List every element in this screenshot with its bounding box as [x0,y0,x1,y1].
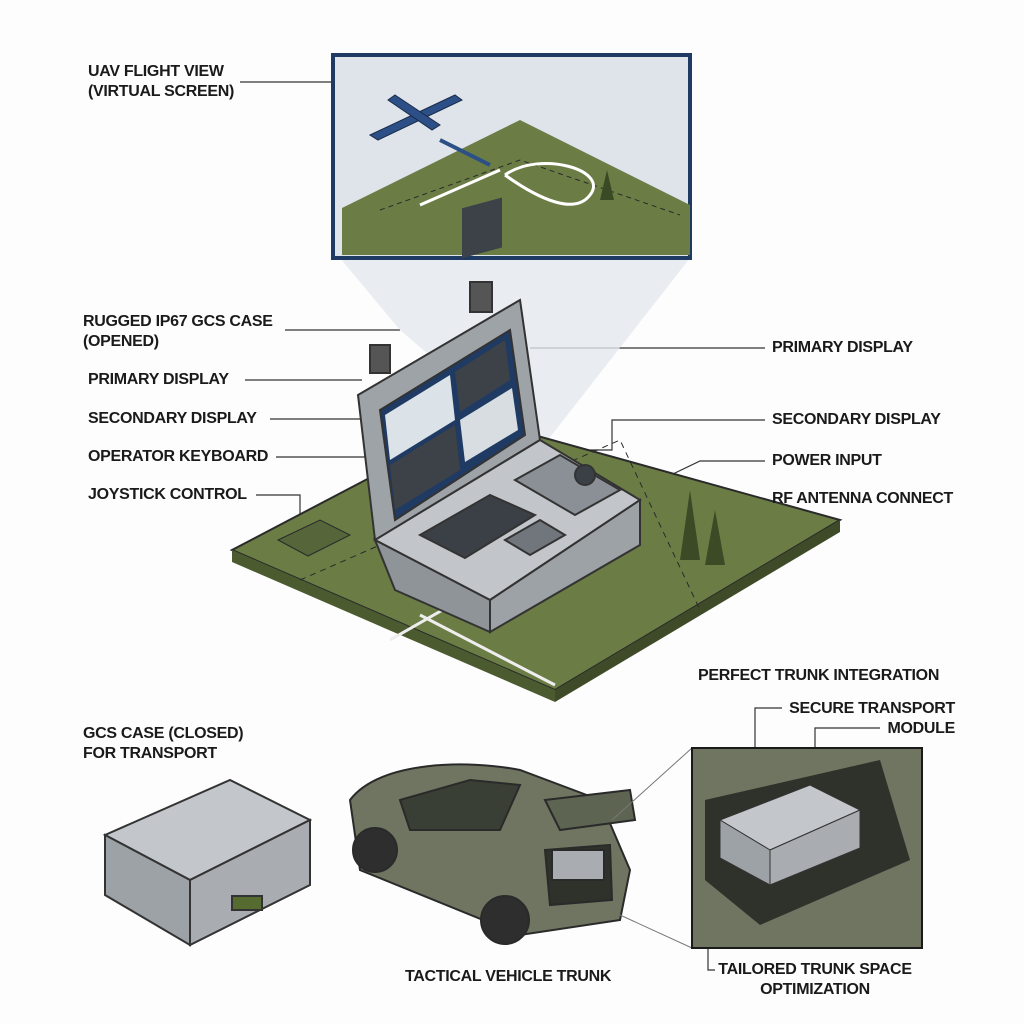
label-for-transport: FOR TRANSPORT [83,745,217,762]
tree-icon [680,490,700,560]
virtual-screen [331,53,692,260]
label-primary-display-right: PRIMARY DISPLAY [772,339,913,356]
label-power-input: POWER INPUT [772,452,882,469]
label-tailored-trunk: TAILORED TRUNK SPACE [718,961,912,978]
label-rugged-case: RUGGED IP67 GCS CASE [83,313,273,330]
label-virtual-screen: (VIRTUAL SCREEN) [88,83,235,100]
label-operator-keyboard: OPERATOR KEYBOARD [88,448,269,465]
gcs-case-closed [102,778,313,947]
label-vehicle-trunk: TACTICAL VEHICLE TRUNK [405,968,612,985]
trunk-inset [691,747,923,949]
label-uav-flight-view: UAV FLIGHT VIEW [88,63,224,80]
label-trunk-integration: PERFECT TRUNK INTEGRATION [698,667,940,684]
tactical-vehicle [348,763,637,945]
joystick-icon [574,464,596,486]
label-module: MODULE [887,720,955,737]
tree-icon [705,510,725,565]
label-joystick-control: JOYSTICK CONTROL [88,486,247,503]
label-case-closed: GCS CASE (CLOSED) [83,725,244,742]
label-secondary-display-left: SECONDARY DISPLAY [88,410,257,427]
label-secondary-display-right: SECONDARY DISPLAY [772,411,941,428]
keyboard-icon [417,493,538,560]
gcs-case-opened [356,197,642,634]
uav-icon [368,94,491,167]
label-rf-antenna: RF ANTENNA CONNECT [772,490,953,507]
label-optimization: OPTIMIZATION [760,981,870,998]
label-secure-transport: SECURE TRANSPORT [789,700,955,717]
label-primary-display-left: PRIMARY DISPLAY [88,371,229,388]
label-opened: (OPENED) [83,333,159,350]
